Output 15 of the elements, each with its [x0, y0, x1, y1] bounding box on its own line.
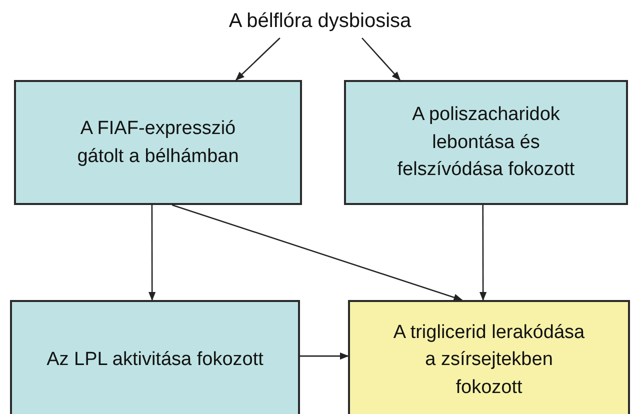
- box-text: A FIAF-expresszió gátolt a bélhámban: [76, 116, 240, 168]
- arrow: [300, 352, 349, 360]
- box-text: A triglicerid lerakódása a zsírsejtekben fokozott: [392, 320, 586, 400]
- box-text: Az LPL aktivitása fokozott: [46, 348, 264, 372]
- arrow: [479, 205, 487, 301]
- arrow: [172, 204, 463, 301]
- process-box: [14, 80, 302, 205]
- heading-text: A bélflóra dysbiosisa: [228, 8, 412, 34]
- arrow: [235, 38, 280, 81]
- box-text: A poliszacharidok lebontása és felszívódása fokozott: [396, 103, 576, 182]
- arrow: [148, 205, 156, 301]
- process-box: [348, 300, 630, 414]
- process-box: [10, 300, 300, 414]
- arrow: [362, 38, 401, 81]
- process-box: [344, 80, 628, 205]
